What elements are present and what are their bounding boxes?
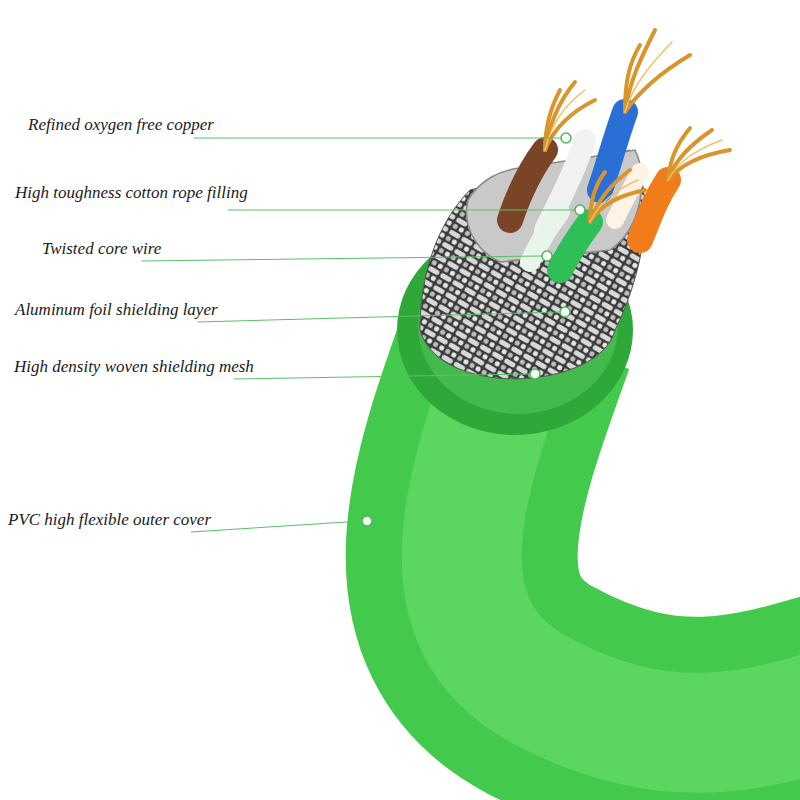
leader-dot (542, 251, 552, 261)
leader-dot (561, 133, 571, 143)
leader-line (234, 374, 530, 379)
leader-dot (530, 369, 540, 379)
leader-line (194, 138, 561, 139)
leader-line (198, 312, 560, 322)
leader-line (228, 210, 575, 211)
part-label: Aluminum foil shielding layer (15, 300, 218, 320)
leader-line (141, 256, 542, 261)
leader-dot (560, 307, 570, 317)
leader-line (191, 521, 362, 532)
part-label: Twisted core wire (42, 239, 161, 259)
leader-dot (575, 205, 585, 215)
part-label: PVC high flexible outer cover (8, 510, 211, 530)
part-label: Refined oxygen free copper (28, 115, 214, 135)
part-label: High toughness cotton rope filling (15, 183, 248, 203)
part-label: High density woven shielding mesh (14, 357, 254, 377)
leader-dot (362, 516, 372, 526)
